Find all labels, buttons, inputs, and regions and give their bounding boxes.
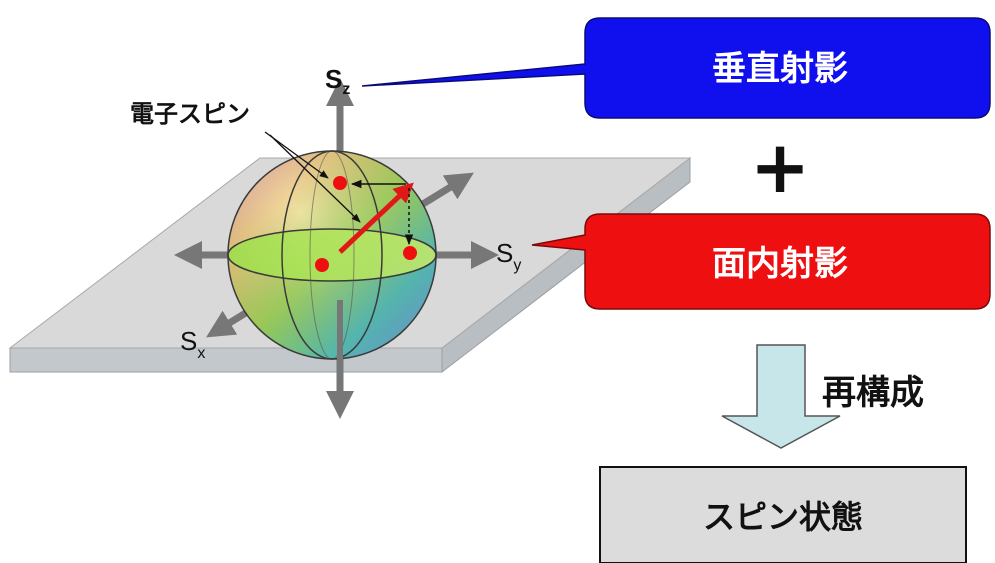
axis-z-subscript: z — [342, 81, 350, 98]
inplane-projection-dot — [403, 246, 417, 260]
pointer-line-2 — [269, 134, 361, 223]
bloch-sphere — [227, 150, 437, 360]
down-arrow-icon — [721, 344, 841, 449]
inplane-projection-callout: 面内射影 — [531, 213, 991, 310]
inplane-projection-text: 面内射影 — [712, 244, 848, 284]
reconstruct-label: 再構成 — [822, 373, 924, 413]
plus-sign: + — [750, 125, 810, 209]
axis-y-label: S — [496, 238, 513, 268]
origin-dot — [315, 258, 329, 272]
axis-x-subscript: x — [197, 345, 205, 362]
axis-z-label: S — [325, 64, 342, 94]
spin-state-box: スピン状態 — [599, 466, 967, 563]
axis-y-subscript: y — [513, 257, 521, 274]
axis-labels: Sz Sy Sx — [180, 64, 521, 362]
spin-state-text: スピン状態 — [703, 498, 863, 536]
axis-x-label: S — [180, 326, 197, 356]
electron-spin-label: 電子スピン — [130, 100, 250, 128]
vertical-projection-text: 垂直射影 — [712, 49, 848, 89]
svg-text:Sy: Sy — [496, 238, 521, 274]
electron-spin-label-group: 電子スピン — [130, 100, 361, 223]
spin-vector — [338, 182, 414, 254]
reconstruct-arrow: 再構成 — [721, 344, 924, 449]
vertical-projection-callout: 垂直射影 — [361, 17, 991, 119]
svg-text:Sz: Sz — [325, 64, 350, 98]
spin-vector-group — [315, 176, 417, 272]
svg-text:Sx: Sx — [180, 326, 205, 362]
z-projection-dot — [333, 176, 347, 190]
